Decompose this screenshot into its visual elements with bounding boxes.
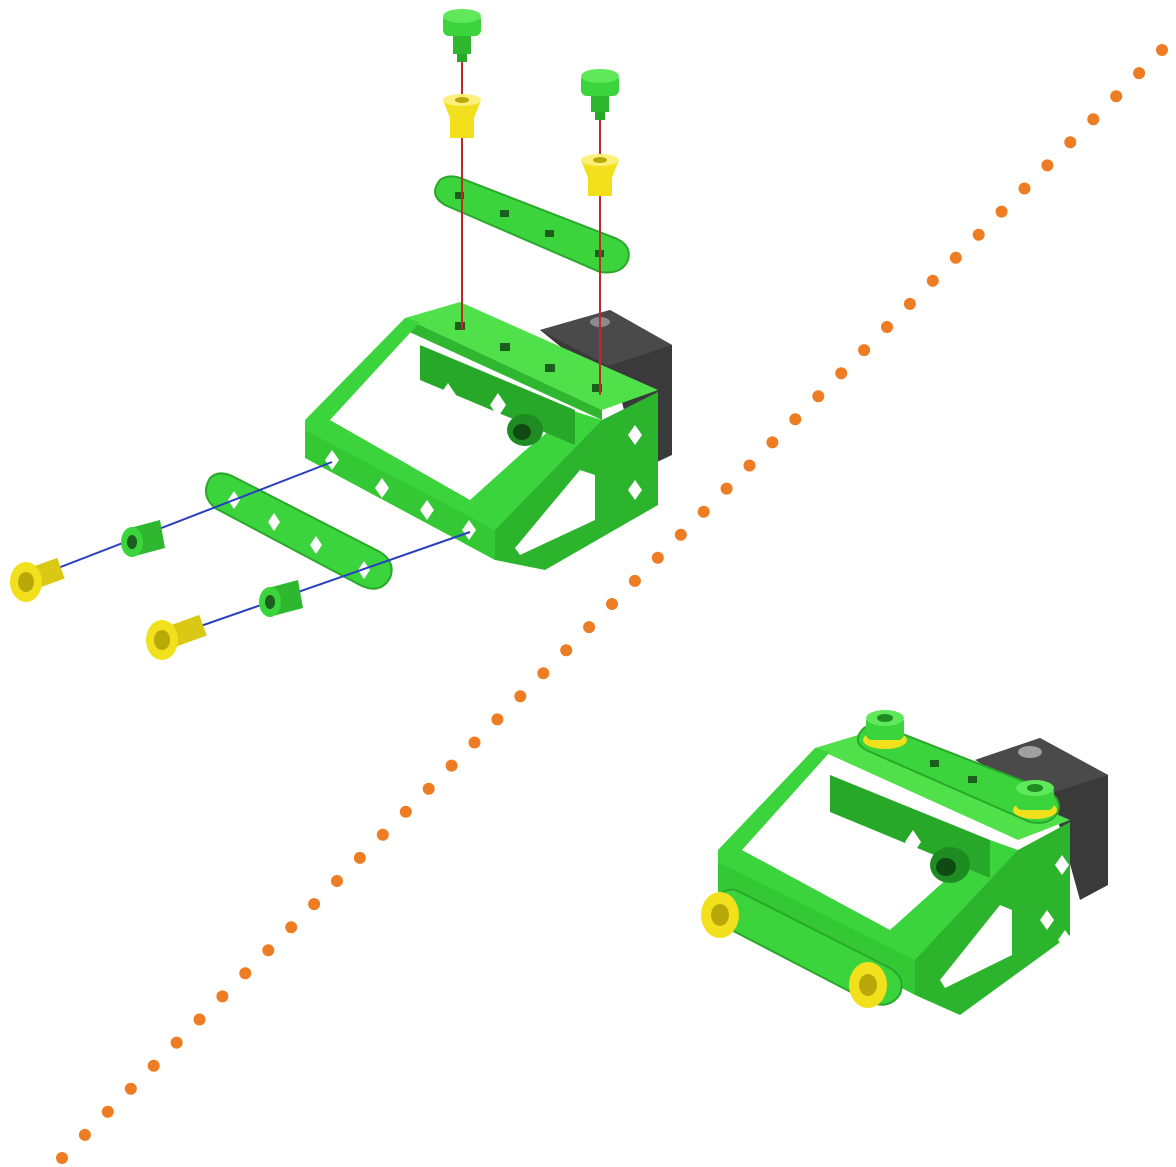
dotted-divider-line <box>56 44 1168 1164</box>
divider-dot <box>216 990 228 1002</box>
divider-dot <box>56 1152 68 1164</box>
hex-socket-screw-icon <box>581 69 619 120</box>
divider-dot <box>514 690 526 702</box>
divider-dot <box>491 713 503 725</box>
divider-dot <box>858 344 870 356</box>
divider-dot <box>973 229 985 241</box>
inner-nut <box>930 847 970 883</box>
divider-dot <box>835 367 847 379</box>
hex-socket-screw-icon <box>443 9 481 62</box>
hex-socket-screw-icon <box>10 558 65 602</box>
divider-dot <box>1156 44 1168 56</box>
divider-dot <box>1087 113 1099 125</box>
divider-dot <box>400 806 412 818</box>
divider-dot <box>125 1083 137 1095</box>
divider-dot <box>675 529 687 541</box>
divider-dot <box>904 298 916 310</box>
divider-dot <box>812 390 824 402</box>
divider-dot <box>606 598 618 610</box>
divider-dot <box>354 852 366 864</box>
divider-dot <box>285 921 297 933</box>
inner-nut <box>507 414 543 446</box>
divider-dot <box>469 737 481 749</box>
divider-dot <box>423 783 435 795</box>
hex-socket-screw-icon <box>701 892 739 938</box>
divider-dot <box>331 875 343 887</box>
exploded-view <box>10 9 672 660</box>
divider-dot <box>79 1129 91 1141</box>
divider-dot <box>1041 159 1053 171</box>
divider-dot <box>698 506 710 518</box>
hex-socket-screw-icon <box>1013 780 1057 819</box>
divider-dot <box>881 321 893 333</box>
divider-dot <box>1064 136 1076 148</box>
divider-dot <box>721 483 733 495</box>
divider-dot <box>171 1037 183 1049</box>
hex-socket-screw-icon <box>863 710 907 749</box>
divider-dot <box>950 252 962 264</box>
divider-dot <box>308 898 320 910</box>
divider-dot <box>560 644 572 656</box>
divider-dot <box>927 275 939 287</box>
divider-dot <box>537 667 549 679</box>
divider-dot <box>766 436 778 448</box>
divider-dot <box>744 460 756 472</box>
divider-dot <box>148 1060 160 1072</box>
divider-dot <box>239 967 251 979</box>
divider-dot <box>1133 67 1145 79</box>
front-connector-strip <box>206 473 392 588</box>
divider-dot <box>446 760 458 772</box>
divider-dot <box>996 206 1008 218</box>
divider-dot <box>194 1014 206 1026</box>
hex-socket-screw-icon <box>849 962 887 1008</box>
divider-dot <box>377 829 389 841</box>
divider-dot <box>652 552 664 564</box>
divider-dot <box>629 575 641 587</box>
spacer-nut-icon <box>443 94 481 138</box>
divider-dot <box>1110 90 1122 102</box>
divider-dot <box>789 413 801 425</box>
assembled-view <box>701 710 1108 1015</box>
hex-socket-screw-icon <box>146 615 207 660</box>
servo-shaft-icon <box>1018 746 1042 758</box>
divider-dot <box>102 1106 114 1118</box>
divider-dot <box>1019 183 1031 195</box>
divider-dot <box>262 944 274 956</box>
spacer-nut-icon <box>259 580 303 617</box>
divider-dot <box>583 621 595 633</box>
spacer-nut-icon <box>121 520 165 557</box>
spacer-nut-icon <box>581 154 619 196</box>
